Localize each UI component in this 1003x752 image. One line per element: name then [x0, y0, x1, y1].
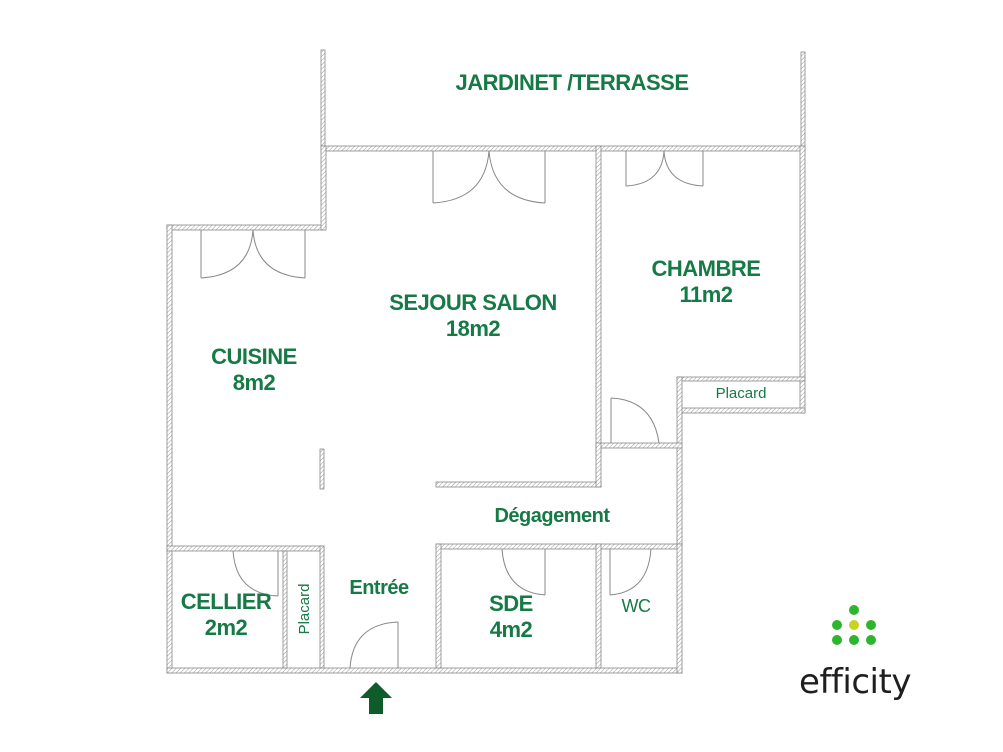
room-degagement: Dégagement	[494, 505, 610, 527]
room-area: 11m2	[679, 282, 733, 308]
room-name: CUISINE	[211, 344, 297, 369]
room-area: 8m2	[232, 370, 276, 396]
room-sejour: SEJOUR SALON 18m2	[389, 290, 557, 343]
room-name: CELLIER	[180, 589, 272, 614]
arrow-up-icon	[360, 682, 392, 714]
room-area: 2m2	[204, 615, 248, 641]
logo-text: efficity	[799, 662, 911, 702]
walls	[166, 145, 806, 674]
room-area: 18m2	[445, 316, 501, 342]
room-name: SDE	[489, 591, 533, 616]
doors	[200, 150, 704, 669]
room-name: CHAMBRE	[651, 256, 761, 281]
efficity-logo: efficity	[790, 600, 920, 710]
room-sde: SDE 4m2	[489, 591, 533, 644]
room-cuisine: CUISINE 8m2	[211, 344, 297, 397]
placard-chambre: Placard	[715, 385, 767, 402]
room-wc: WC	[621, 596, 652, 616]
room-entree: Entrée	[349, 577, 409, 599]
room-area: 4m2	[489, 617, 533, 643]
room-name: SEJOUR SALON	[389, 290, 557, 315]
logo-dots-icon	[832, 605, 876, 645]
room-chambre: CHAMBRE 11m2	[652, 256, 761, 309]
terrace-boundary	[320, 49, 806, 147]
room-cellier: CELLIER 2m2	[181, 589, 272, 642]
label-jardinet-terrasse: JARDINET /TERRASSE	[455, 70, 689, 95]
placard-entree: Placard	[296, 583, 313, 635]
